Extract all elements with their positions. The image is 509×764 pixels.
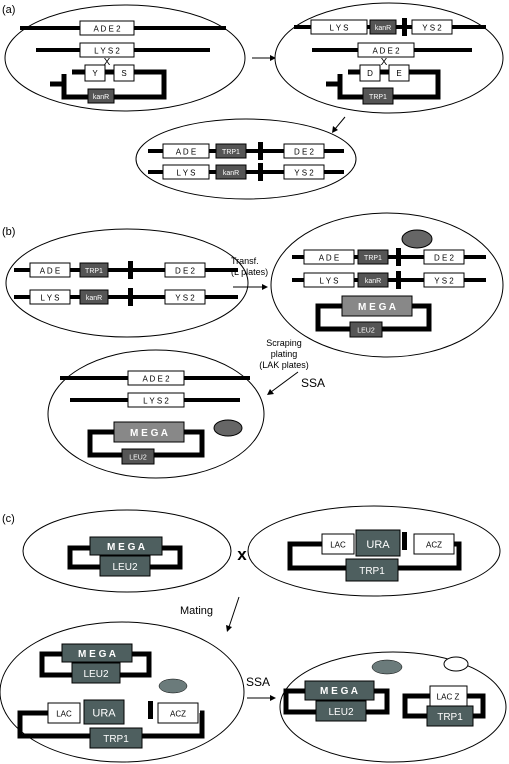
panel-b-label: (b) <box>2 226 15 238</box>
marker-ura: URA <box>92 708 116 720</box>
lak-plates-label: (LAK plates) <box>259 360 309 370</box>
marker-leu2: LEU2 <box>112 562 137 573</box>
marker-kanr: kanR <box>365 278 381 285</box>
marker-trp1: TRP1 <box>369 94 387 101</box>
gene-lys: L Y S <box>330 24 349 33</box>
cell-c3: M E G A LEU2 LAC URA ACZ TRP1 <box>0 621 245 763</box>
ssa-label-b: SSA <box>301 376 325 390</box>
cell-b2: A D E TRP1 D E 2 L Y S kanR Y S 2 M E G … <box>270 212 504 358</box>
gene-lac: LAC <box>56 710 72 719</box>
gene-ade: A D E <box>176 148 196 157</box>
gene-ys2: Y S 2 <box>175 294 195 303</box>
marker-kanr: kanR <box>93 94 109 101</box>
marker-leu2: LEU2 <box>357 328 375 335</box>
marker-trp1: TRP1 <box>359 566 385 577</box>
plating-label: plating <box>271 349 298 359</box>
gene-lys: L Y S <box>320 277 339 286</box>
panel-a-label: (a) <box>2 4 15 16</box>
gene-de2: D E 2 <box>294 148 315 157</box>
plasmid-mega: M E G A <box>358 302 396 313</box>
l-plates-label: (L plates) <box>231 267 268 277</box>
yeast-2micron-plasmid <box>158 678 188 694</box>
cell-a2: L Y S kanR Y S 2 A D E 2 X D E TRP1 <box>274 2 504 114</box>
mating-label: Mating <box>180 605 213 617</box>
mating-step: Mating <box>180 596 240 632</box>
cell-c4: M E G A LEU2 LAC Z TRP1 <box>279 651 507 763</box>
gene-lys: L Y S <box>177 169 196 178</box>
gene-y: Y <box>92 69 98 78</box>
gene-acz: ACZ <box>170 710 186 719</box>
scraping-ssa-step: Scraping plating (LAK plates) SSA <box>259 338 325 395</box>
marker-trp1: TRP1 <box>103 734 129 745</box>
plasmid-mega: M E G A <box>107 542 145 553</box>
cross-symbol: x <box>237 545 247 564</box>
cell-a1: A D E 2 L Y S 2 X Y S kanR <box>4 4 246 112</box>
scraping-label: Scraping <box>266 338 302 348</box>
panel-c-label: (c) <box>2 513 15 525</box>
marker-trp1: TRP1 <box>364 255 382 262</box>
crossover-mark: X <box>381 57 388 68</box>
gene-lacz: LAC Z <box>437 693 460 702</box>
cell-c2: LAC URA ACZ TRP1 <box>247 505 501 597</box>
gene-lys: L Y S <box>41 294 60 303</box>
marker-leu2: LEU2 <box>328 707 353 718</box>
ssa-label-c: SSA <box>246 675 270 689</box>
marker-kanr: kanR <box>86 295 102 302</box>
plasmid-mega: M E G A <box>78 649 116 660</box>
crossover-mark: X <box>104 57 111 68</box>
gene-lac: LAC <box>330 541 346 550</box>
arrow-a1-a2 <box>252 55 276 61</box>
gene-de2: D E 2 <box>175 267 196 276</box>
marker-trp1: TRP1 <box>437 712 463 723</box>
ssa-step-c: SSA <box>246 675 276 701</box>
gene-lys2: L Y S 2 <box>143 397 169 406</box>
yeast-2micron-plasmid <box>371 659 403 675</box>
gene-acz: ACZ <box>426 541 442 550</box>
marker-leu2: LEU2 <box>129 455 147 462</box>
marker-kanr: kanR <box>375 25 391 32</box>
gene-ade2: A D E 2 <box>93 25 121 34</box>
arrow-a2-a3 <box>332 116 346 133</box>
gene-ade2: A D E 2 <box>142 375 170 384</box>
yeast-2micron-plasmid <box>401 229 433 249</box>
transformation-step: Transf. (L plates) <box>231 256 268 290</box>
gene-lys2: L Y S 2 <box>94 47 120 56</box>
gene-ys2: Y S 2 <box>294 169 314 178</box>
gene-e: E <box>396 69 401 78</box>
transf-label: Transf. <box>231 256 259 266</box>
cell-a3: A D E TRP1 D E 2 L Y S kanR Y S 2 <box>135 118 357 200</box>
marker-kanr: kanR <box>223 170 239 177</box>
empty-circle <box>443 656 469 672</box>
marker-trp1: TRP1 <box>85 268 103 275</box>
cell-b1: A D E TRP1 D E 2 L Y S kanR Y S 2 <box>5 228 249 338</box>
gene-ade2: A D E 2 <box>372 47 400 56</box>
gene-s: S <box>121 69 126 78</box>
gene-ade: A D E <box>319 254 339 263</box>
gene-de2: D E 2 <box>434 254 455 263</box>
cell-c1: M E G A LEU2 <box>22 509 232 593</box>
yeast-2micron-plasmid <box>213 419 243 437</box>
gene-ys2: Y S 2 <box>434 277 454 286</box>
marker-ura: URA <box>366 539 390 551</box>
gene-ade: A D E <box>40 267 60 276</box>
cell-b3: A D E 2 L Y S 2 M E G A LEU2 <box>47 349 265 479</box>
marker-leu2: LEU2 <box>83 669 108 680</box>
gene-ys2: Y S 2 <box>422 24 442 33</box>
marker-trp1: TRP1 <box>222 149 240 156</box>
gene-d: D <box>367 69 373 78</box>
plasmid-mega: M E G A <box>130 428 168 439</box>
plasmid-mega: M E G A <box>320 686 358 697</box>
